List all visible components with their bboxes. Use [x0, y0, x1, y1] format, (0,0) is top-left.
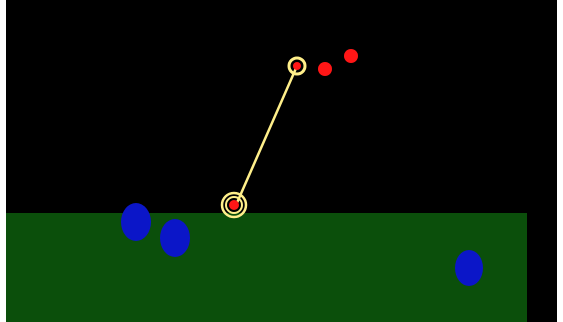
- blue-ball-3[interactable]: [455, 250, 483, 286]
- red-ball-lower[interactable]: [229, 200, 239, 210]
- tether-line: [236, 66, 297, 205]
- red-ball-free-2[interactable]: [344, 49, 358, 63]
- blue-ball-2[interactable]: [160, 219, 190, 257]
- blue-ball-1[interactable]: [121, 203, 151, 241]
- red-ball-free-1[interactable]: [318, 62, 332, 76]
- red-ball-upper[interactable]: [293, 62, 301, 70]
